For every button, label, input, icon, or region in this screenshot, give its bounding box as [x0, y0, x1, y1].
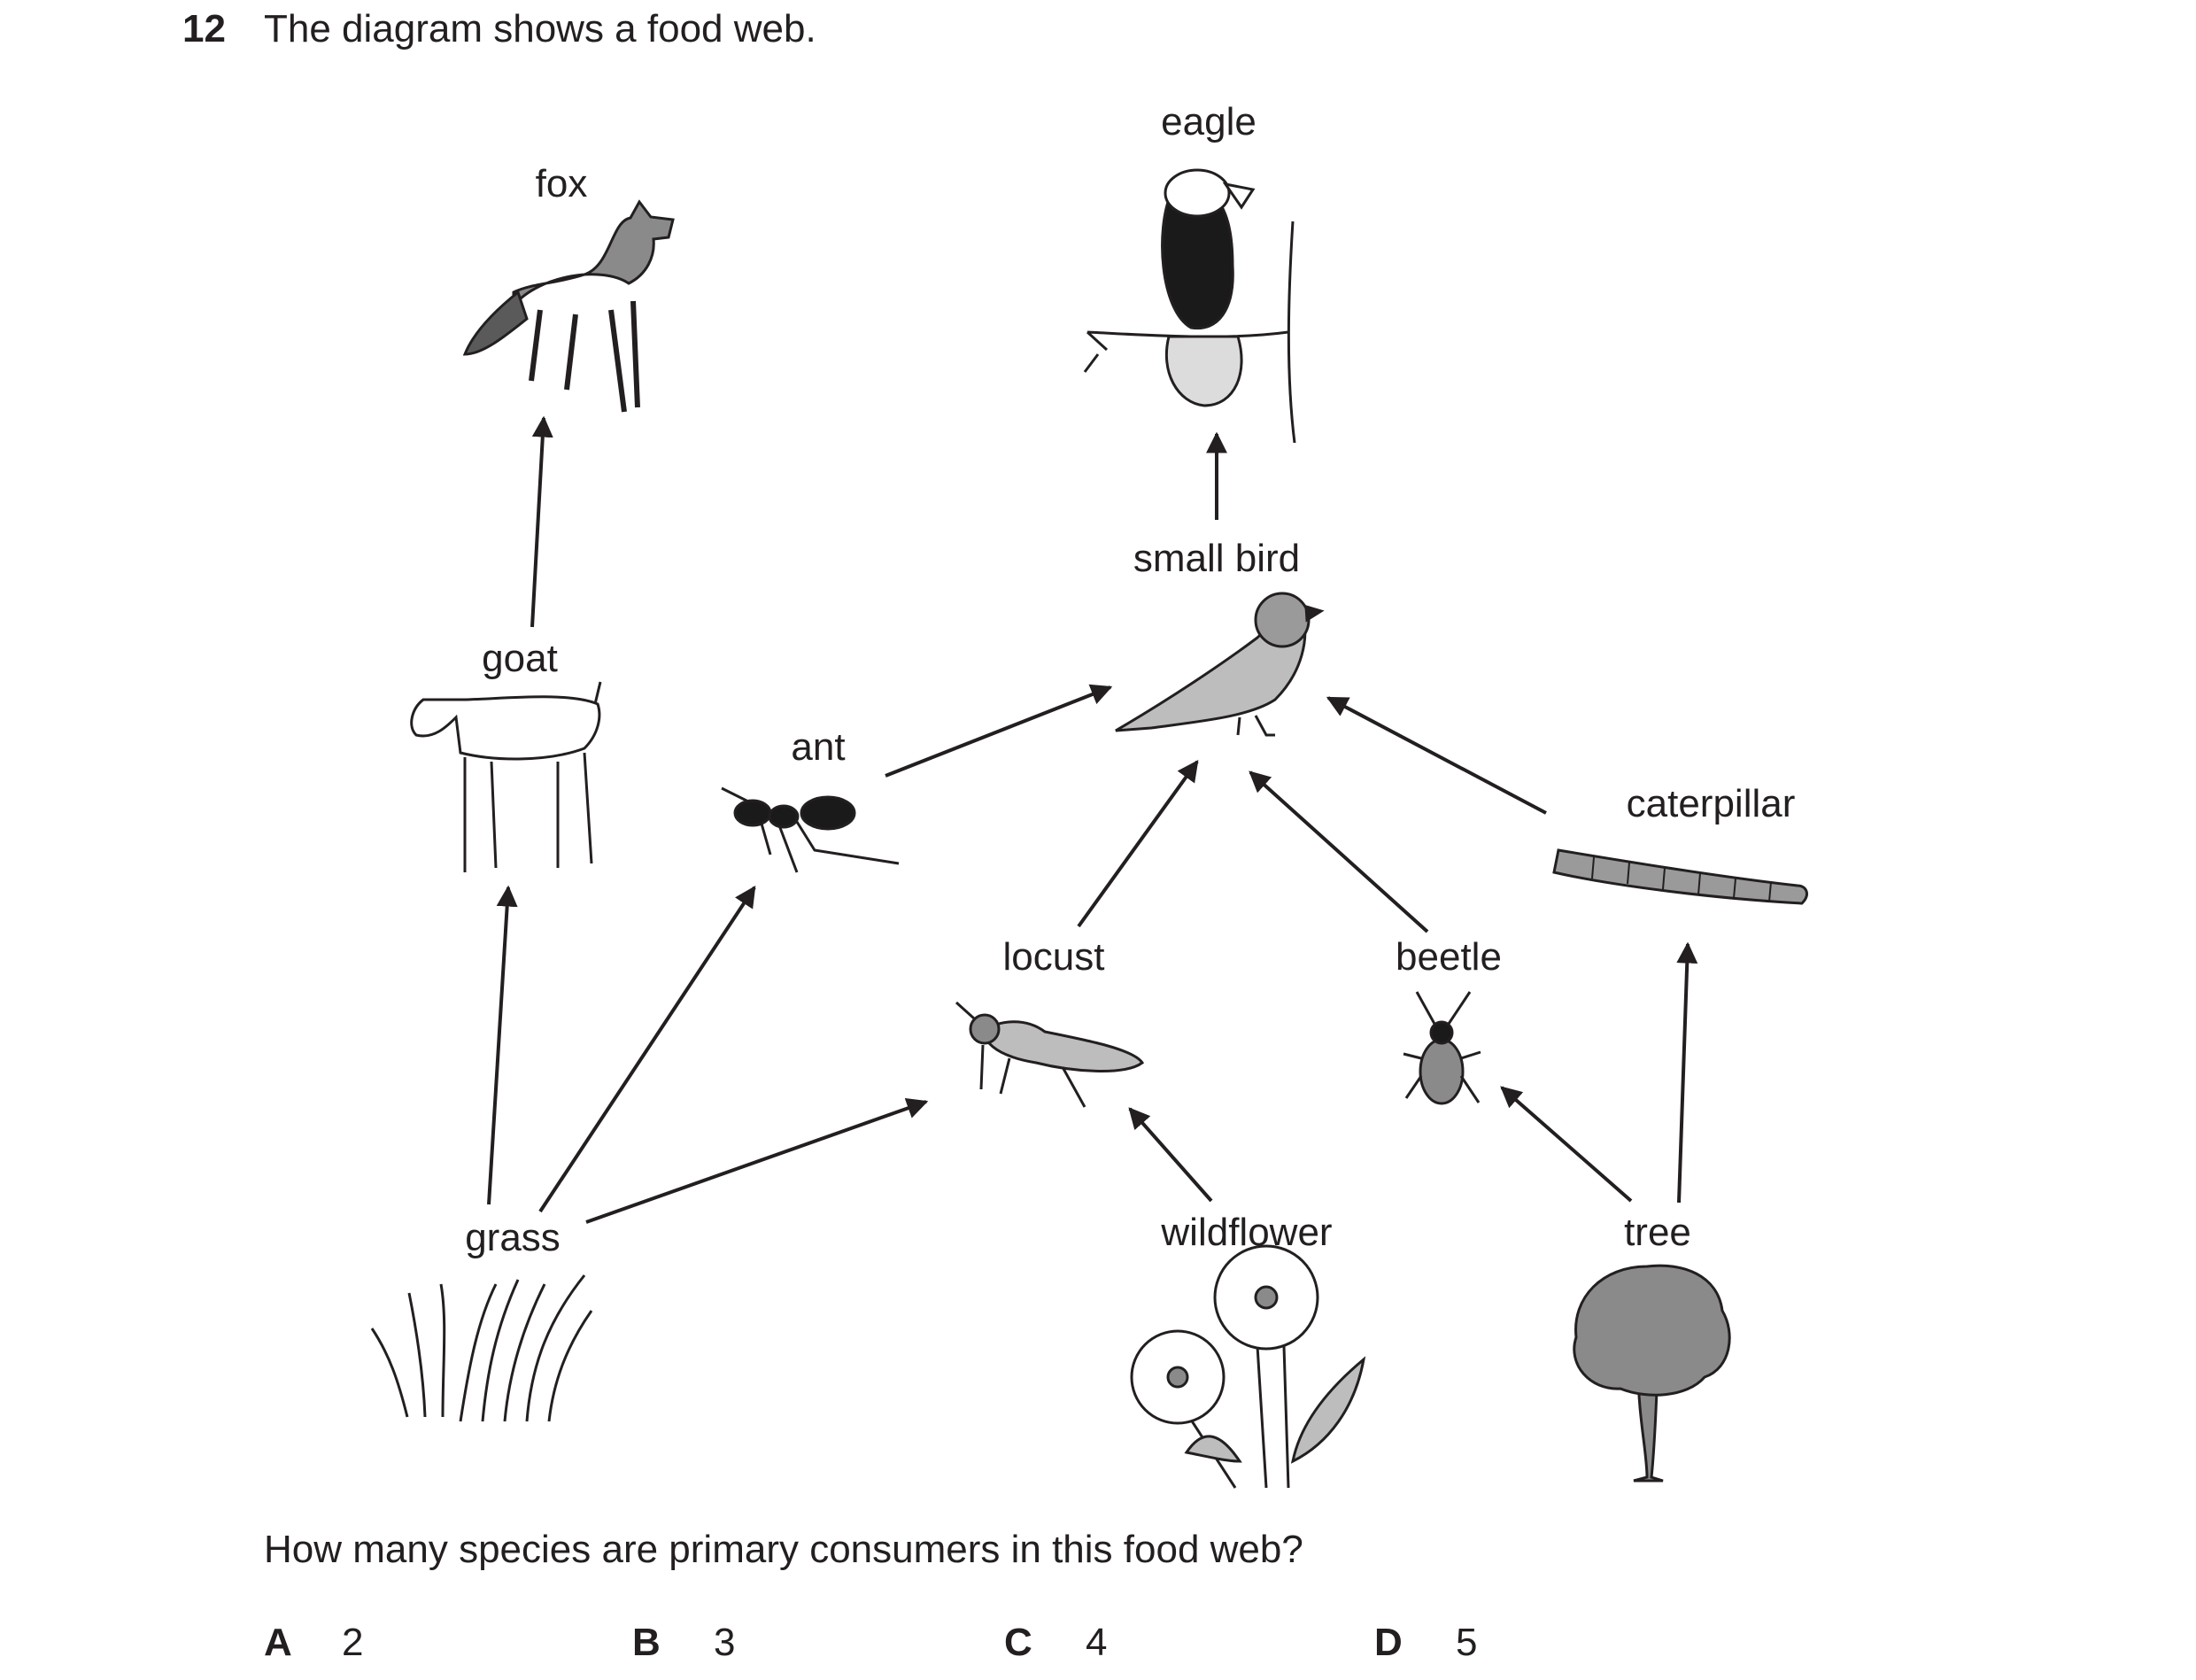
- wildflower-icon: [1130, 1244, 1366, 1489]
- label-goat: goat: [482, 637, 558, 680]
- question-intro: The diagram shows a food web.: [264, 7, 816, 50]
- arrow-grass-goat: [487, 885, 518, 1205]
- option-a-value: 2: [342, 1621, 364, 1664]
- fox-icon: [462, 199, 675, 413]
- label-wildflower: wildflower: [1160, 1211, 1332, 1254]
- label-locust: locust: [1003, 935, 1105, 979]
- label-tree: tree: [1624, 1211, 1691, 1254]
- caterpillar-icon: [1552, 848, 1808, 905]
- option-d-value: 5: [1456, 1621, 1478, 1664]
- arrow-wildflower-locust: [1128, 1107, 1213, 1203]
- label-ant: ant: [791, 725, 845, 769]
- question-prompt: How many species are primary consumers i…: [264, 1528, 1303, 1571]
- option-a-letter[interactable]: A: [264, 1621, 292, 1664]
- arrows: [487, 415, 1698, 1224]
- option-b-letter[interactable]: B: [632, 1621, 661, 1664]
- label-grass: grass: [465, 1216, 561, 1259]
- grass-icon: [370, 1274, 593, 1422]
- arrow-grass-locust: [585, 1097, 929, 1224]
- tree-icon: [1573, 1264, 1731, 1483]
- arrow-tree-beetle: [1500, 1086, 1633, 1203]
- question-number: 12: [182, 7, 226, 50]
- arrow-ant-smallbird: [885, 684, 1113, 778]
- label-eagle: eagle: [1161, 100, 1257, 143]
- arrow-grass-ant: [538, 885, 756, 1213]
- option-c-value: 4: [1086, 1621, 1108, 1664]
- label-caterpillar: caterpillar: [1627, 782, 1796, 825]
- small-bird-icon: [1115, 592, 1325, 737]
- label-small-bird: small bird: [1133, 537, 1300, 580]
- arrow-caterpillar-smallbird: [1326, 696, 1547, 815]
- arrow-goat-fox: [530, 415, 553, 628]
- option-b-value: 3: [714, 1621, 736, 1664]
- label-fox: fox: [536, 162, 588, 205]
- goat-icon: [410, 681, 602, 872]
- ant-icon: [721, 786, 900, 873]
- arrow-tree-caterpillar: [1676, 941, 1698, 1204]
- label-beetle: beetle: [1396, 935, 1502, 979]
- option-d-letter[interactable]: D: [1374, 1621, 1403, 1664]
- arrow-beetle-smallbird: [1249, 770, 1429, 933]
- arrow-locust-smallbird: [1077, 760, 1199, 928]
- locust-icon: [955, 1001, 1145, 1108]
- eagle-icon: [1083, 168, 1296, 444]
- option-c-letter[interactable]: C: [1004, 1621, 1032, 1664]
- beetle-icon: [1403, 991, 1481, 1105]
